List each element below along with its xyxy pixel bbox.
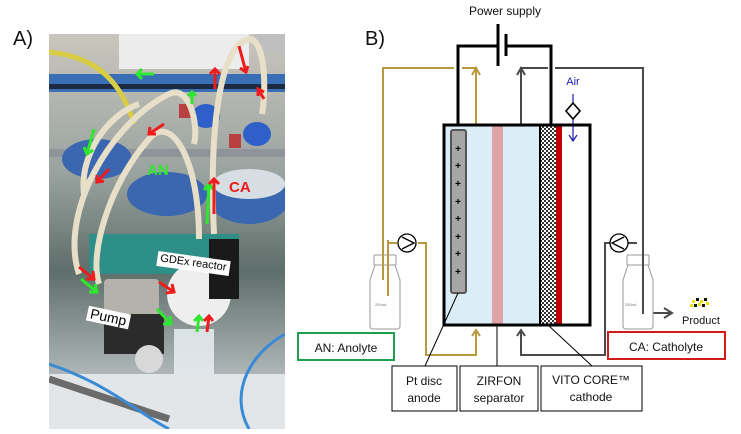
photo-background bbox=[49, 34, 285, 429]
bottle-cap bbox=[243, 122, 271, 146]
callout-separator-line1: ZIRFON bbox=[477, 374, 522, 388]
callout-separator-line2: separator bbox=[474, 391, 525, 405]
cable-bundle bbox=[49, 84, 285, 89]
cathode-hatch bbox=[540, 125, 556, 325]
red-arrow bbox=[208, 66, 222, 89]
pump-head bbox=[104, 279, 159, 319]
callout-separator bbox=[459, 365, 539, 412]
beige-tube bbox=[93, 128, 202, 285]
steel-rod bbox=[49, 375, 171, 423]
stirrer-plate bbox=[62, 139, 132, 179]
red-arrow bbox=[78, 265, 96, 281]
catholyte-bottle-volume: 250mL bbox=[625, 302, 638, 307]
product-label: Product bbox=[682, 315, 720, 327]
air-valve-icon bbox=[564, 101, 582, 121]
minus-sign: - bbox=[549, 173, 552, 183]
plus-sign: + bbox=[455, 232, 461, 243]
anode-leader bbox=[424, 292, 459, 367]
anolyte-bottle-volume: 250mL bbox=[375, 302, 388, 307]
anolyte-pump-icon bbox=[397, 233, 417, 253]
photo-label-catholyte: CA bbox=[229, 179, 251, 196]
cathode-leader bbox=[547, 324, 593, 367]
zirfon-separator bbox=[492, 125, 503, 325]
red-arrow bbox=[202, 313, 215, 333]
callout-anode bbox=[391, 365, 458, 412]
red-arrow bbox=[207, 176, 221, 214]
plus-sign: + bbox=[455, 144, 461, 155]
product-icon bbox=[690, 298, 709, 307]
stirrer-plate bbox=[127, 172, 207, 216]
green-arrow bbox=[155, 307, 173, 326]
green-arrow bbox=[192, 313, 205, 333]
catholyte-bottle bbox=[622, 254, 654, 330]
pt-disc-anode bbox=[450, 129, 467, 294]
minus-sign: - bbox=[549, 231, 552, 241]
plus-sign: + bbox=[455, 197, 461, 208]
beige-tube bbox=[209, 35, 268, 235]
catholyte-box-label: CA: Catholyte bbox=[629, 340, 703, 354]
power-supply-label: Power supply bbox=[469, 4, 541, 18]
pump-knob bbox=[135, 345, 163, 373]
air-label: Air bbox=[566, 76, 580, 88]
minus-sign: - bbox=[549, 154, 552, 164]
red-arrow bbox=[147, 122, 165, 136]
blue-tube bbox=[239, 332, 285, 429]
red-arrow bbox=[158, 280, 176, 295]
cell-frame bbox=[442, 123, 592, 327]
plus-sign: + bbox=[455, 161, 461, 172]
anode-charges: + + + + + + + + bbox=[455, 144, 461, 278]
minus-sign: - bbox=[549, 288, 552, 298]
green-arrow bbox=[80, 277, 99, 294]
cathode-charges: - - - - - - - - bbox=[549, 154, 552, 298]
cathode-current-collector bbox=[556, 125, 562, 325]
blue-tube bbox=[49, 362, 170, 429]
plus-sign: + bbox=[455, 214, 461, 225]
green-arrow bbox=[134, 67, 154, 81]
green-arrow bbox=[82, 128, 96, 157]
anolyte-box bbox=[297, 332, 395, 361]
anolyte-flow-arrows bbox=[80, 67, 216, 333]
anolyte-box-label: AN: Anolyte bbox=[315, 341, 378, 355]
catholyte-pump-icon bbox=[609, 233, 629, 253]
callout-anode-line1: Pt disc bbox=[406, 374, 442, 388]
catholyte-flow-arrows bbox=[78, 45, 266, 333]
callout-cathode bbox=[540, 365, 643, 412]
photo-label-anolyte: AN bbox=[147, 162, 169, 179]
catholyte-box bbox=[607, 331, 726, 360]
minus-sign: - bbox=[549, 269, 552, 279]
bottle-cap-red bbox=[229, 134, 241, 148]
callout-anode-line2: anode bbox=[407, 391, 441, 405]
panel-a-label: A) bbox=[13, 28, 33, 50]
lab-setup-photo: AN CA GDEx reactor Pump bbox=[49, 34, 285, 429]
callout-cathode-line1: VITO CORE™ bbox=[552, 373, 630, 387]
callout-cathode-line2: cathode bbox=[570, 390, 613, 404]
air-arrow-head bbox=[568, 134, 578, 143]
minus-sign: - bbox=[549, 212, 552, 222]
anolyte-bottle bbox=[369, 254, 401, 330]
power-circuit bbox=[456, 44, 553, 125]
red-arrow bbox=[237, 45, 250, 75]
stirrer-plate-top bbox=[213, 169, 285, 199]
red-arrow bbox=[95, 167, 111, 184]
red-arrow bbox=[256, 86, 266, 100]
minus-sign: - bbox=[549, 192, 552, 202]
shelf bbox=[49, 149, 285, 157]
panel-b-label: B) bbox=[365, 28, 385, 50]
beige-tube bbox=[71, 89, 199, 275]
green-arrow bbox=[186, 89, 198, 104]
plus-sign: + bbox=[455, 249, 461, 260]
plus-sign: + bbox=[455, 267, 461, 278]
plus-sign: + bbox=[455, 179, 461, 190]
beige-tube bbox=[80, 101, 141, 195]
minus-sign: - bbox=[549, 250, 552, 260]
